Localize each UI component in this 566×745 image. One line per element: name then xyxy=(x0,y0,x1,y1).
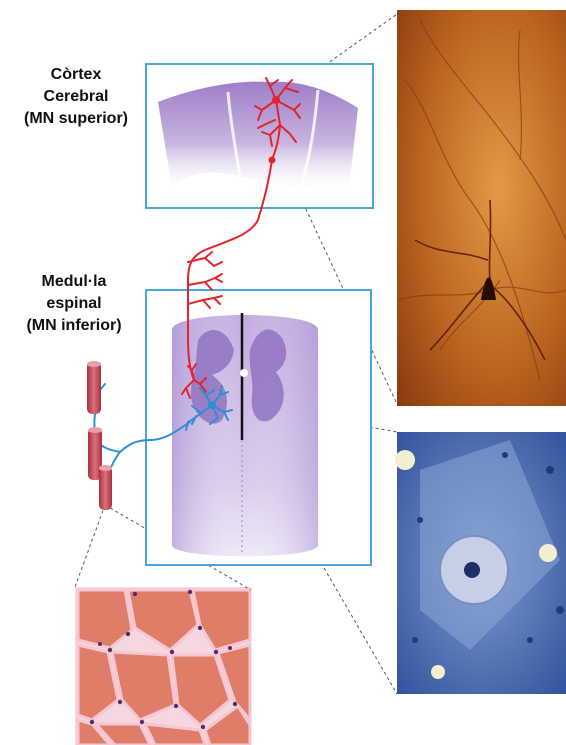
spinal-label-line1: Medul·la xyxy=(4,271,144,293)
spinal-label-line2: espinal xyxy=(4,293,144,315)
muscle-micrograph xyxy=(75,587,251,745)
spinal-micrograph xyxy=(395,432,566,694)
cortex-micrograph xyxy=(397,10,566,406)
spinal-label-line3: (MN inferior) xyxy=(4,315,144,337)
cortex-label-line2: Cerebral xyxy=(8,86,144,108)
cortex-panel xyxy=(146,64,373,208)
cortex-label: Còrtex Cerebral (MN superior) xyxy=(8,64,144,130)
muscle-fiber xyxy=(99,465,112,510)
spinal-cord-panel xyxy=(146,290,371,565)
muscle-fibers xyxy=(87,361,112,510)
cortex-label-line1: Còrtex xyxy=(8,64,144,86)
spinal-cord-label: Medul·la espinal (MN inferior) xyxy=(4,271,144,337)
muscle-fiber xyxy=(87,361,101,414)
cortex-label-line3: (MN superior) xyxy=(8,108,144,130)
central-canal xyxy=(240,369,248,377)
